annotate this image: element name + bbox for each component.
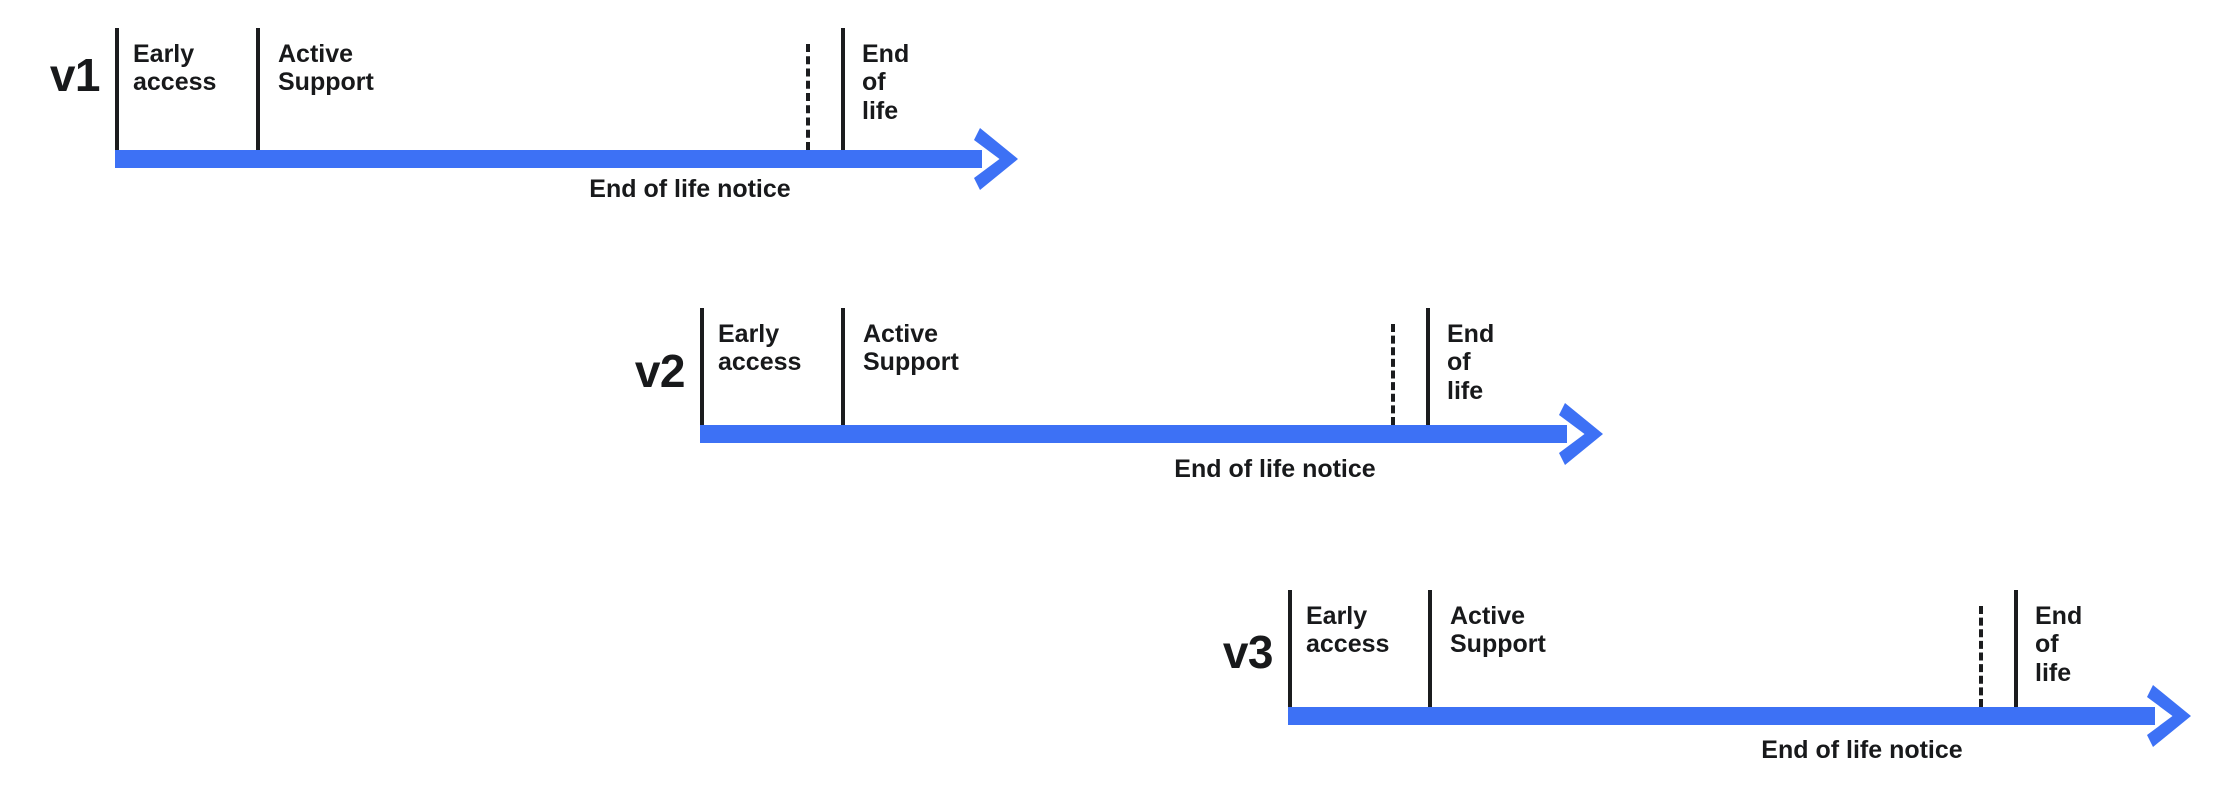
end-of-life-notice-marker — [1391, 324, 1395, 425]
timeline-arrow-shaft — [115, 150, 982, 168]
timeline-arrow-shaft — [1288, 707, 2155, 725]
end-of-life-notice-caption: End of life notice — [1174, 455, 1376, 483]
phase-label: Active Support — [863, 320, 959, 377]
timeline-arrow-head-icon — [1559, 403, 1603, 465]
phase-label: Active Support — [278, 40, 374, 97]
phase-label: Early access — [718, 320, 802, 377]
phase-divider — [1288, 590, 1292, 707]
timeline-arrow-head-icon — [2147, 685, 2191, 747]
phase-label: Early access — [133, 40, 217, 97]
phase-label: Active Support — [1450, 602, 1546, 659]
phase-divider — [700, 308, 704, 425]
phase-divider — [2014, 590, 2018, 707]
phase-divider — [1428, 590, 1432, 707]
phase-label: Early access — [1306, 602, 1390, 659]
phase-divider — [841, 28, 845, 150]
phase-divider — [256, 28, 260, 150]
phase-label: End of life — [1447, 320, 1495, 405]
timeline-arrow-shaft — [700, 425, 1567, 443]
version-label: v3 — [1222, 626, 1274, 678]
end-of-life-notice-caption: End of life notice — [589, 175, 791, 203]
end-of-life-notice-marker — [806, 44, 810, 150]
phase-divider — [841, 308, 845, 425]
phase-label: End of life — [2035, 602, 2083, 687]
end-of-life-notice-caption: End of life notice — [1761, 736, 1963, 764]
timeline-arrow-head-icon — [974, 128, 1018, 190]
version-label: v2 — [634, 345, 686, 397]
version-label: v1 — [49, 49, 101, 101]
phase-label: End of life — [862, 40, 910, 125]
end-of-life-notice-marker — [1979, 606, 1983, 707]
phase-divider — [115, 28, 119, 150]
phase-divider — [1426, 308, 1430, 425]
